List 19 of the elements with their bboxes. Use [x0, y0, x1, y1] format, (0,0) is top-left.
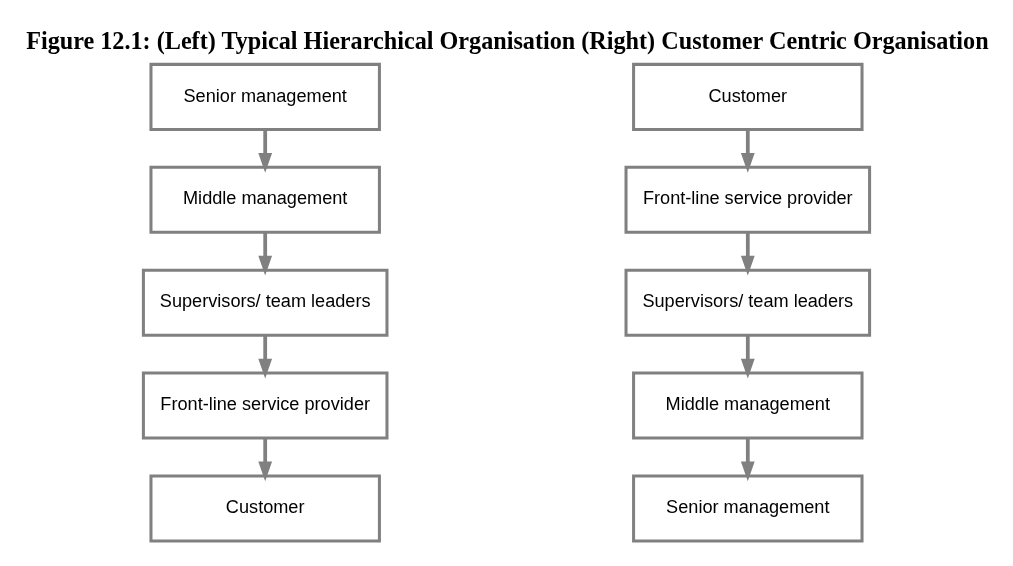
node-box: Senior management — [149, 62, 381, 131]
node-box: Middle management — [632, 371, 864, 440]
arrow — [258, 129, 273, 173]
node-box: Supervisors/ team leaders — [624, 268, 872, 337]
arrow — [740, 129, 755, 173]
arrow — [258, 232, 273, 276]
node-box: Front-line service provider — [141, 371, 389, 440]
arrow — [740, 232, 755, 276]
node-box: Middle management — [149, 165, 381, 234]
node-box: Customer — [149, 474, 381, 543]
arrow — [258, 335, 273, 379]
arrow — [740, 335, 755, 379]
arrow — [258, 438, 273, 482]
node-box: Front-line service provider — [624, 165, 872, 234]
node-box: Senior management — [632, 474, 864, 543]
node-box: Supervisors/ team leaders — [141, 268, 389, 337]
node-box: Customer — [632, 62, 864, 131]
arrow — [740, 438, 755, 482]
diagram-title: Figure 12.1: (Left) Typical Hierarchical Organisation (Right) Customer Centric Organisation — [26, 26, 989, 54]
